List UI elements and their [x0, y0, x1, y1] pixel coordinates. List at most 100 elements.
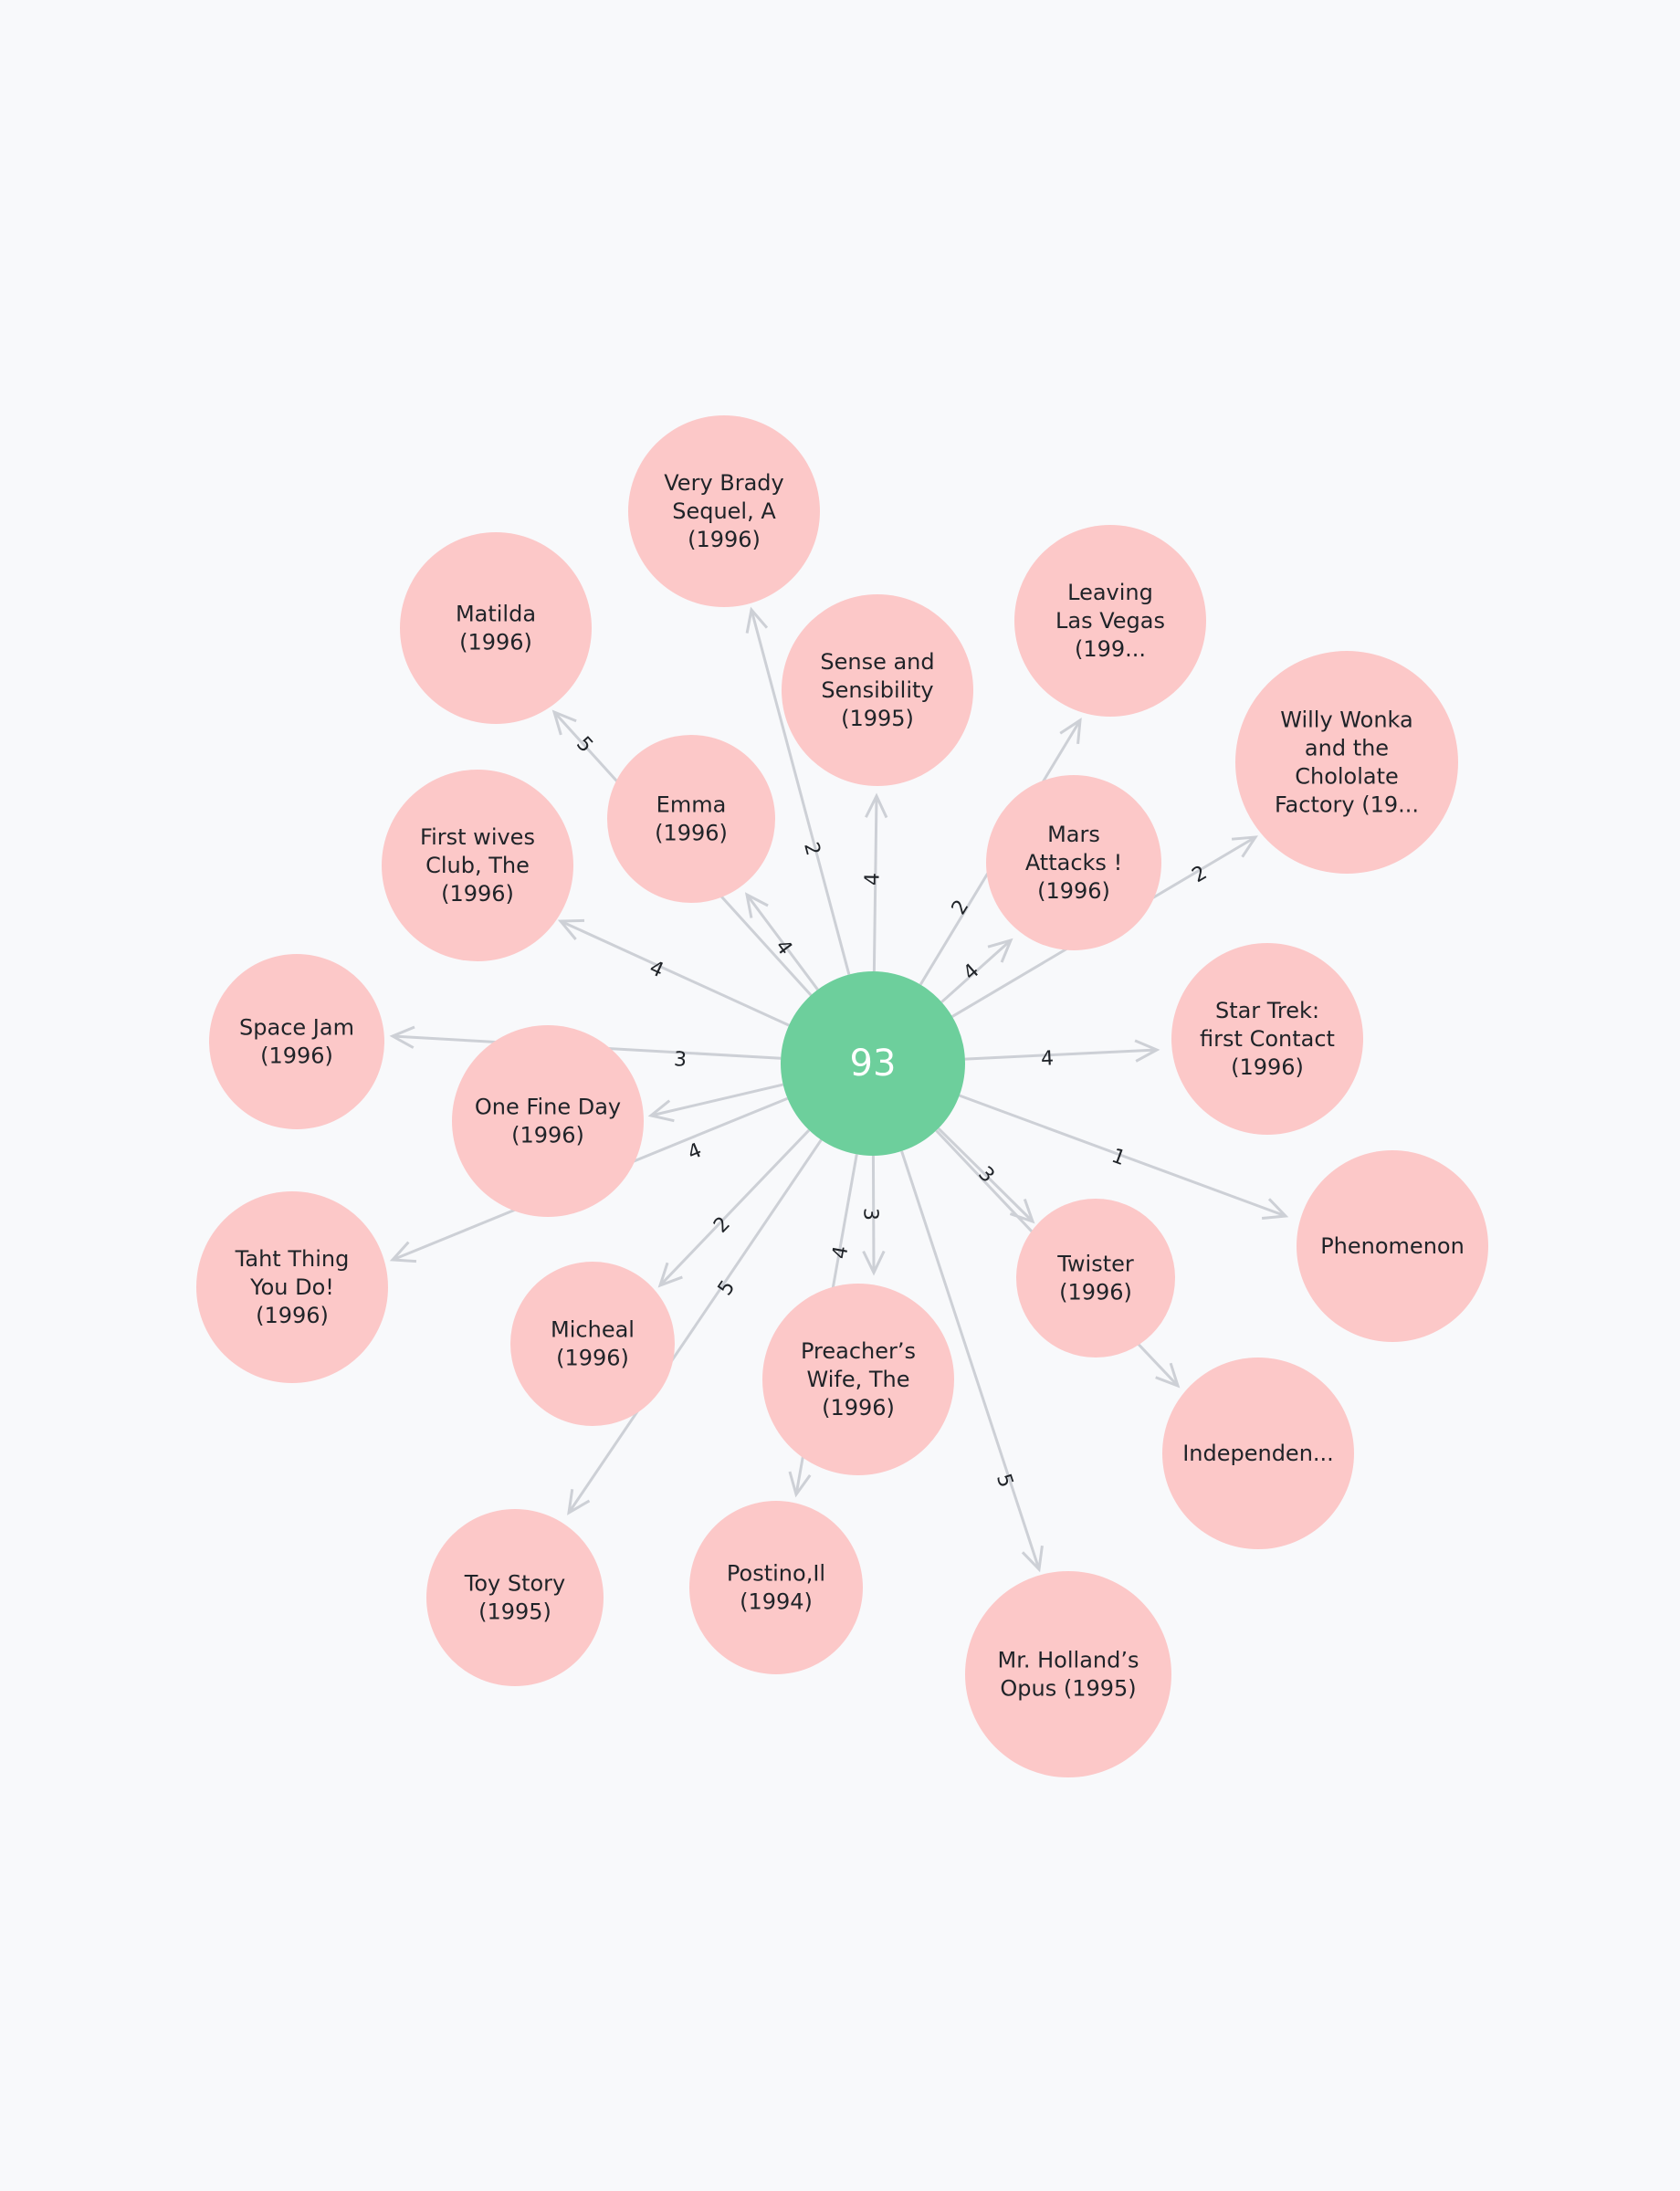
movie-node-label-line: Preacher’s [801, 1338, 916, 1364]
movie-node-label-line: Toy Story [464, 1571, 566, 1597]
movie-node-n17[interactable]: Independen... [1162, 1358, 1354, 1549]
movie-node-label-line: Attacks ! [1025, 850, 1122, 875]
edge-label-n3: 4 [861, 873, 884, 886]
movie-node-label-line: (1995) [478, 1599, 551, 1625]
movie-node-label-line: (1996) [556, 1346, 629, 1371]
edge-line-n3 [872, 795, 878, 972]
movie-node-circle [1235, 651, 1458, 874]
center-node[interactable]: 93 [781, 971, 965, 1156]
arrowhead-n4 [1059, 718, 1082, 745]
movie-node-n2[interactable]: Matilda(1996) [400, 532, 592, 724]
movie-node-label-line: Factory (19... [1275, 792, 1419, 818]
movie-node-label-line: Las Vegas [1055, 608, 1165, 634]
edge-line-n14 [658, 1128, 811, 1287]
movie-node-label-line: Taht Thing [235, 1246, 350, 1272]
movie-node-n9[interactable]: Space Jam(1996) [209, 954, 384, 1129]
movie-node-n14[interactable]: Micheal(1996) [510, 1262, 675, 1426]
movie-node-label-line: and the [1305, 736, 1389, 761]
movie-node-label-line: Phenomenon [1320, 1233, 1465, 1259]
movie-node-label-line: Club, The [425, 853, 530, 878]
arrowhead-n10 [647, 1099, 675, 1123]
movie-node-circle [1171, 943, 1363, 1135]
center-node-label: 93 [850, 1043, 897, 1085]
movie-node-circle [452, 1025, 644, 1217]
edge-line-n16 [871, 1155, 876, 1274]
movie-node-circle [426, 1509, 604, 1686]
movie-node-label-line: You Do! [249, 1274, 334, 1300]
movie-node-label-line: Willy Wonka [1280, 708, 1412, 733]
movie-node-label-line: Leaving [1067, 580, 1153, 605]
edge-label-n1: 2 [799, 840, 824, 858]
movie-node-label-line: (1996) [511, 1123, 584, 1148]
arrowhead-n2 [551, 709, 577, 736]
movie-node-label-line: (199... [1075, 636, 1146, 662]
movie-node-label-line: Wife, The [807, 1367, 910, 1392]
edge-label-n16: 3 [858, 1208, 881, 1221]
movie-node-circle [510, 1262, 675, 1426]
movie-node-circle [209, 954, 384, 1129]
movie-node-circle [762, 1284, 954, 1475]
arrowhead-n7 [987, 938, 1013, 963]
movie-node-n6[interactable]: Emma (1996) [607, 735, 775, 903]
movie-node-circle [782, 594, 973, 786]
edge-line-n1 [750, 609, 851, 975]
arrowhead-n18 [567, 1489, 591, 1515]
movie-node-label-line: (1996) [655, 821, 728, 846]
movie-node-label-line: Emma [656, 792, 727, 818]
movie-node-label-line: Very Brady [664, 470, 784, 496]
arrowhead-n20 [1021, 1546, 1044, 1573]
movie-node-label-line: (1996) [822, 1395, 895, 1420]
movie-node-circle [382, 770, 573, 961]
arrowhead-n14 [657, 1262, 683, 1288]
movie-node-label-line: (1996) [256, 1303, 329, 1328]
movie-node-n19[interactable]: Postino,Il(1994) [689, 1501, 863, 1674]
arrowhead-n13 [389, 1241, 417, 1263]
edge-line-n6 [745, 894, 819, 991]
movie-node-label-line: Independen... [1182, 1441, 1334, 1466]
movie-node-circle [1297, 1150, 1488, 1342]
arrowhead-n17 [1155, 1362, 1181, 1389]
edge-line-n11 [964, 1048, 1158, 1061]
edges-layer [389, 606, 1289, 1573]
movie-node-label-line: Twister [1056, 1252, 1134, 1277]
movie-node-circle [1014, 525, 1206, 717]
arrowhead-n19 [788, 1471, 812, 1498]
movie-node-circle [689, 1501, 863, 1674]
movie-node-n11[interactable]: Star Trek:first Contact(1996) [1171, 943, 1363, 1135]
edge-line-n18 [567, 1138, 823, 1514]
movie-node-label-line: Opus (1995) [1000, 1676, 1136, 1702]
arrowhead-n11 [1134, 1039, 1160, 1063]
movie-node-label-line: (1994) [740, 1589, 813, 1615]
movie-node-n12[interactable]: Phenomenon [1297, 1150, 1488, 1342]
movie-node-n18[interactable]: Toy Story(1995) [426, 1509, 604, 1686]
movie-node-label-line: (1996) [688, 527, 761, 552]
movie-node-n10[interactable]: One Fine Day(1996) [452, 1025, 644, 1217]
movie-node-label-line: Space Jam [239, 1015, 354, 1041]
arrowhead-n3 [865, 792, 888, 819]
movie-node-label-line: Star Trek: [1215, 998, 1319, 1023]
arrowhead-n8 [557, 918, 585, 940]
movie-node-label-line: (1996) [1059, 1280, 1132, 1305]
edge-label-n11: 4 [1040, 1047, 1054, 1071]
movie-node-label-line: Sequel, A [672, 498, 776, 524]
movie-node-circle [1162, 1358, 1354, 1549]
movie-node-label-line: Mars [1047, 822, 1100, 847]
edge-line-n10 [650, 1083, 784, 1117]
movie-node-circle [607, 735, 775, 903]
movie-node-label-line: Sensibility [821, 677, 933, 703]
movie-node-circle [1016, 1199, 1175, 1358]
movie-node-n15[interactable]: Twister (1996) [1016, 1199, 1175, 1358]
movie-node-label-line: Sense and [820, 649, 934, 675]
arrowhead-n6 [744, 892, 769, 918]
movie-node-circle [628, 415, 820, 607]
